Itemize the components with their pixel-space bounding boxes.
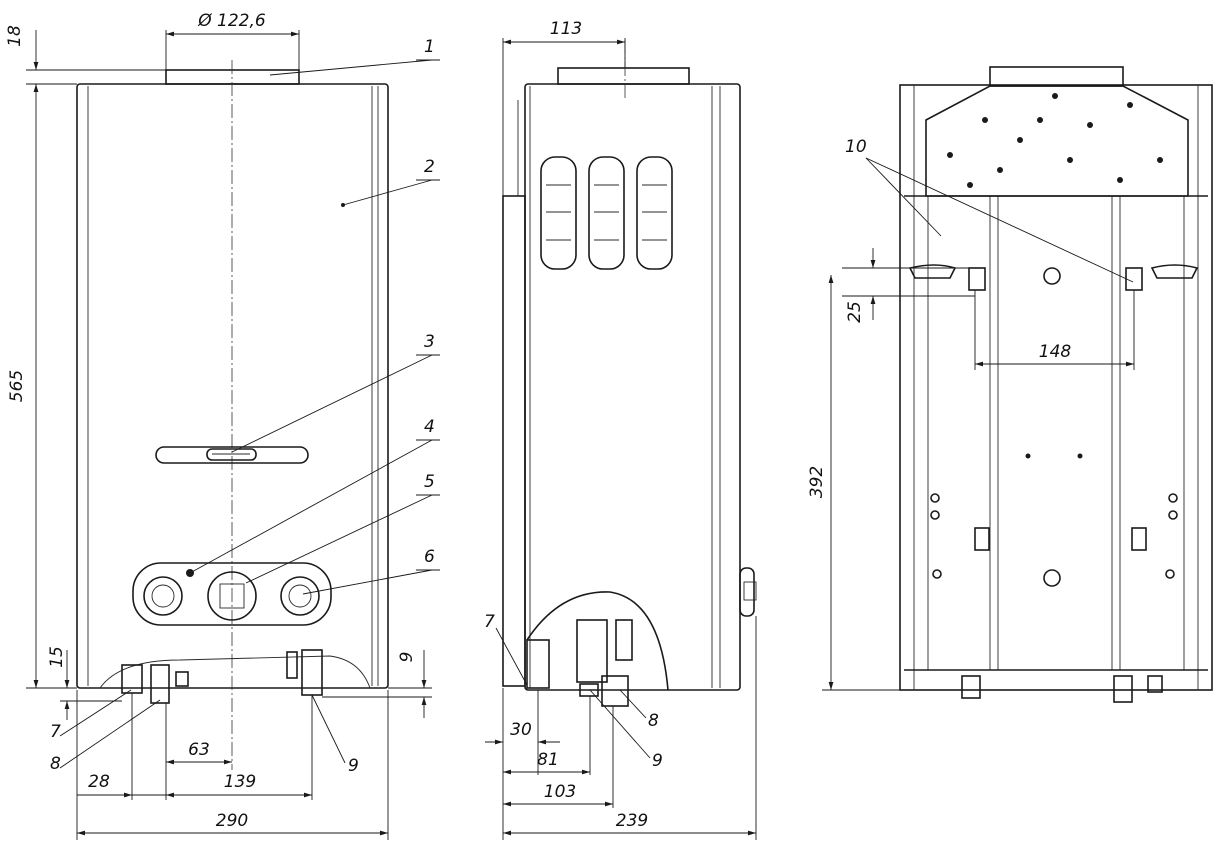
dim-mount-height: 392	[807, 466, 827, 498]
rear-callout-10: 10	[845, 137, 867, 157]
side-callout-8: 8	[648, 711, 659, 731]
left-knob	[143, 576, 183, 616]
side-vents	[540, 156, 673, 270]
rear-dimensions: 25 148 392	[807, 248, 1135, 691]
side-housing	[502, 83, 741, 691]
side-callouts: 7 8 9	[484, 612, 663, 771]
rear-flue	[989, 66, 1124, 87]
front-view: Ø 122,6 18 565 15 9 63	[5, 11, 440, 840]
dim-width: 290	[216, 811, 248, 831]
front-callouts: 1 2 3 4 5 6 7 8 9	[50, 37, 440, 776]
dim-height: 565	[7, 370, 27, 402]
display-window	[155, 446, 309, 464]
side-knob	[739, 567, 757, 617]
dim-28: 28	[88, 772, 110, 792]
control-panel	[132, 562, 332, 626]
callout-4: 4	[424, 417, 435, 437]
right-knob	[280, 576, 320, 616]
rear-housing	[899, 84, 1213, 703]
callout-1: 1	[424, 37, 435, 57]
rear-view: 25 148 392 10	[807, 66, 1213, 703]
callout-8: 8	[50, 754, 61, 774]
side-view: 113 30 81 103 239 7 8 9	[484, 19, 757, 840]
dim-139: 139	[224, 772, 256, 792]
dim-30: 30	[510, 720, 532, 740]
side-callout-9: 9	[652, 751, 663, 771]
callout-6: 6	[424, 547, 435, 567]
side-callout-7: 7	[484, 612, 495, 632]
right-bracket	[1125, 267, 1143, 291]
rear-mount-holes	[930, 453, 1178, 587]
side-flue	[557, 67, 690, 85]
side-cutaway	[526, 591, 669, 707]
callout-7: 7	[50, 722, 61, 742]
rear-callouts: 10	[845, 137, 1134, 283]
callout-3: 3	[424, 332, 435, 352]
dim-bracket-height: 25	[845, 301, 865, 323]
rear-heat-exchanger	[925, 85, 1189, 197]
front-bottom-fittings	[99, 649, 371, 704]
wall-brackets	[908, 264, 1199, 291]
dim-depth: 239	[616, 811, 648, 831]
front-housing	[76, 83, 389, 689]
dim-103: 103	[544, 782, 576, 802]
callout-5: 5	[424, 472, 435, 492]
center-knob	[207, 571, 257, 621]
dim-offset-top: 18	[5, 25, 25, 47]
dim-bracket-spacing: 148	[1039, 342, 1072, 362]
callout-9: 9	[348, 756, 359, 776]
dim-81: 81	[537, 750, 559, 770]
dim-foot-left: 15	[47, 646, 67, 668]
front-dimensions: Ø 122,6 18 565 15 9 63	[5, 11, 432, 840]
dim-flue-offset: 113	[550, 19, 582, 39]
dim-foot-right: 9	[397, 652, 417, 663]
dim-63: 63	[188, 740, 210, 760]
side-dimensions: 113 30 81 103 239	[485, 19, 757, 840]
left-bracket	[968, 267, 986, 291]
callout-2: 2	[424, 157, 435, 177]
dim-flue-diameter: Ø 122,6	[197, 11, 266, 31]
flue-outlet	[165, 69, 300, 85]
